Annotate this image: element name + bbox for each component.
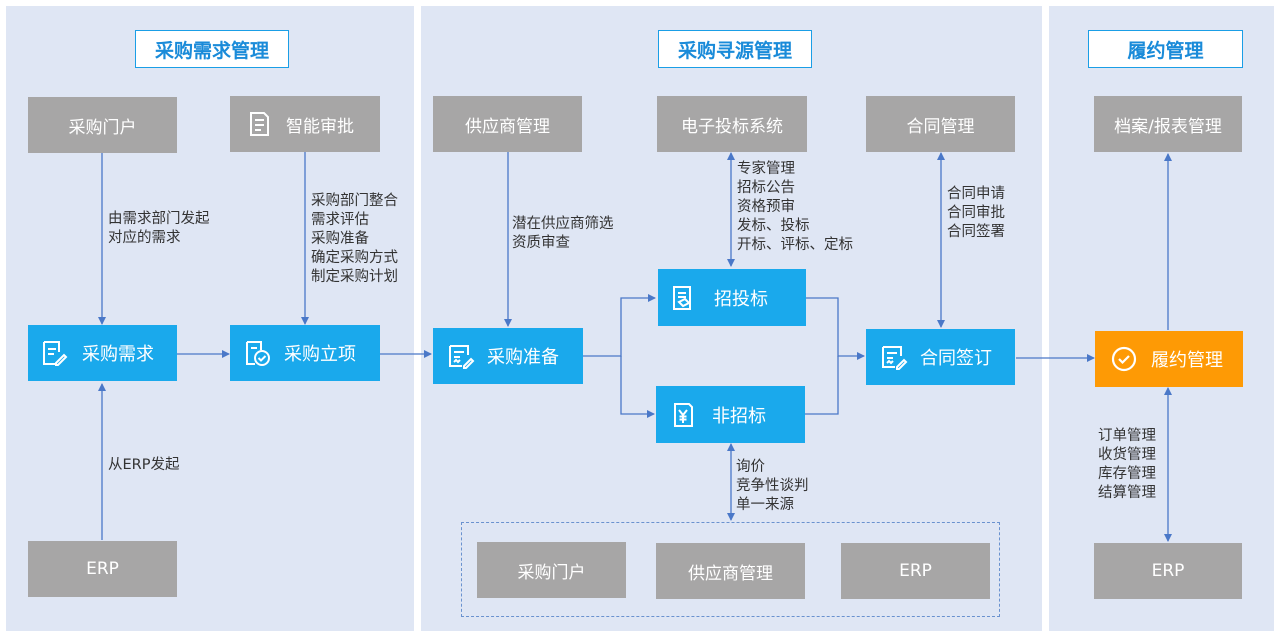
- section-title-sourcing: 采购寻源管理: [658, 30, 812, 68]
- note-ebid: 专家管理招标公告资格预审发标、投标开标、评标、定标: [737, 161, 853, 253]
- ebid-system-box[interactable]: 电子投标系统: [657, 96, 807, 152]
- note-erp: 从ERP发起: [108, 457, 180, 473]
- document-edit-icon: [445, 341, 475, 371]
- bottom-supplier-box[interactable]: 供应商管理: [656, 543, 805, 599]
- contract-sign-box[interactable]: 合同签订: [866, 329, 1015, 385]
- erp-box-demand[interactable]: ERP: [28, 541, 177, 597]
- note-fulfillment: 订单管理收货管理库存管理结算管理: [1098, 428, 1156, 501]
- note-supplier: 潜在供应商筛选资质审查: [512, 216, 614, 251]
- yuan-doc-icon: [668, 400, 698, 430]
- note-portal: 由需求部门发起对应的需求: [108, 211, 210, 246]
- tender-label: 招投标: [714, 288, 768, 310]
- arrow-prep-to-nontender: [620, 356, 655, 418]
- checklist-icon: [244, 109, 274, 139]
- arrow-nontender-to-sign: [805, 356, 839, 415]
- project-box[interactable]: 采购立项: [230, 325, 380, 381]
- note-approval: 采购部门整合需求评估采购准备确定采购方式制定采购计划: [311, 193, 398, 285]
- nontender-label: 非招标: [712, 405, 766, 427]
- bottom-erp-box[interactable]: ERP: [841, 543, 990, 599]
- nontender-channel-group: [461, 522, 1000, 617]
- tender-doc-icon: [668, 283, 698, 313]
- contract-mgmt-box[interactable]: 合同管理: [866, 96, 1015, 152]
- prep-label: 采购准备: [487, 347, 559, 368]
- smart-approval-label: 智能审批: [286, 116, 354, 137]
- tender-box[interactable]: 招投标: [658, 269, 806, 326]
- section-title-demand: 采购需求管理: [135, 30, 289, 68]
- document-edit-icon: [878, 342, 908, 372]
- project-label: 采购立项: [284, 344, 356, 365]
- portal-box[interactable]: 采购门户: [28, 97, 177, 153]
- check-circle-icon: [1109, 344, 1139, 374]
- archive-report-box[interactable]: 档案/报表管理: [1094, 96, 1242, 152]
- arrow-prep-to-tender: [583, 294, 656, 357]
- note-contract: 合同申请合同审批合同签署: [947, 186, 1005, 240]
- contract-sign-label: 合同签订: [920, 348, 992, 369]
- erp-box-fulfill[interactable]: ERP: [1094, 543, 1242, 599]
- fulfillment-box[interactable]: 履约管理: [1095, 331, 1243, 387]
- fulfillment-label: 履约管理: [1151, 350, 1223, 371]
- note-nontender: 询价竞争性谈判单一来源: [736, 459, 809, 513]
- smart-approval-box[interactable]: 智能审批: [230, 96, 380, 152]
- bottom-portal-box[interactable]: 采购门户: [477, 542, 626, 598]
- check-circle-icon: [242, 338, 272, 368]
- need-label: 采购需求: [82, 344, 154, 365]
- supplier-mgmt-box[interactable]: 供应商管理: [433, 96, 582, 152]
- section-title-fulfillment: 履约管理: [1088, 30, 1243, 68]
- need-box[interactable]: 采购需求: [28, 325, 177, 381]
- nontender-box[interactable]: 非招标: [656, 386, 805, 443]
- arrow-tender-to-sign: [806, 297, 865, 360]
- document-edit-icon: [38, 338, 68, 368]
- prep-box[interactable]: 采购准备: [433, 328, 583, 384]
